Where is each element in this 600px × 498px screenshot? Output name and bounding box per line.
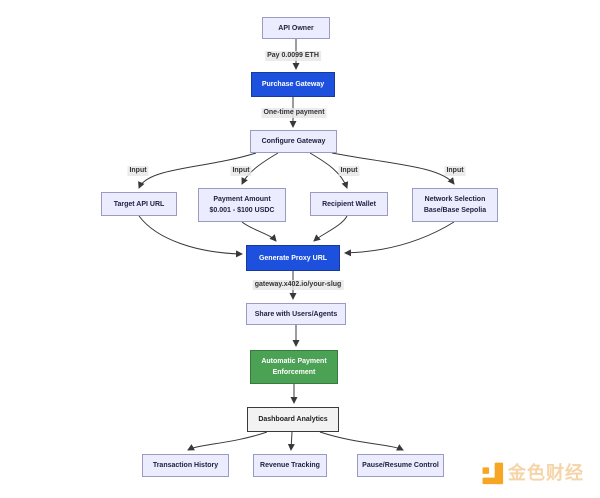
node-generate-proxy-url-label: Generate Proxy URL [258,254,328,262]
node-automatic-payment-enforcement: Automatic Payment Enforcement [250,350,338,384]
node-pause-resume-control: Pause/Resume Control [357,454,444,477]
edge-payment-generate [241,221,277,242]
jinse-brand-text: 金色财经 [508,463,584,483]
node-revenue-tracking: Revenue Tracking [253,454,327,477]
edge-label-pay-eth: Pay 0.0099 ETH [265,51,321,61]
node-purchase-gateway-label: Purchase Gateway [261,81,325,88]
node-recipient-wallet-label: Recipient Wallet [322,200,376,208]
jinse-finance-watermark: 金色财经 [476,458,584,486]
edge-label-input-3: Input [338,166,360,176]
edge-dashboard-revenue [287,431,295,451]
node-api-owner: API Owner [262,17,330,39]
edge-label-input-4: Input [444,166,466,176]
edge-recipient-generate [313,215,348,242]
node-dashboard-analytics-label: Dashboard Analytics [258,416,328,423]
node-transaction-history-label: Transaction History [152,462,219,469]
edge-label-proxy-url: gateway.x402.io/your-slug [252,280,344,290]
edge-network-generate [344,221,455,257]
edge-dashboard-pause [319,431,404,451]
node-configure-gateway-label: Configure Gateway [261,138,326,145]
node-network-selection-label: Network Selection Base/Base Sepolia [423,196,487,214]
node-share-with-users-label: Share with Users/Agents [254,310,338,318]
node-share-with-users: Share with Users/Agents [246,303,346,325]
node-revenue-tracking-label: Revenue Tracking [260,462,320,469]
edge-dashboard-transactions [187,431,268,451]
node-payment-amount-label: Payment Amount $0.001 - $100 USDC [209,196,275,214]
node-recipient-wallet: Recipient Wallet [310,192,388,216]
edge-label-one-time-payment: One-time payment [261,108,327,118]
node-payment-amount: Payment Amount $0.001 - $100 USDC [198,188,286,222]
node-network-selection: Network Selection Base/Base Sepolia [412,188,498,222]
node-transaction-history: Transaction History [142,454,229,477]
node-dashboard-analytics: Dashboard Analytics [247,407,339,432]
node-automatic-payment-enforcement-label: Automatic Payment Enforcement [261,358,327,376]
edge-label-input-2: Input [230,166,252,176]
node-purchase-gateway: Purchase Gateway [251,72,335,97]
node-api-owner-label: API Owner [278,24,314,32]
node-generate-proxy-url: Generate Proxy URL [246,245,340,271]
node-configure-gateway: Configure Gateway [250,130,337,153]
node-target-api-url: Target API URL [101,192,177,216]
node-target-api-url-label: Target API URL [113,200,165,208]
edge-label-input-1: Input [127,166,149,176]
node-pause-resume-control-label: Pause/Resume Control [362,462,439,469]
jinse-logo-icon [482,462,504,485]
